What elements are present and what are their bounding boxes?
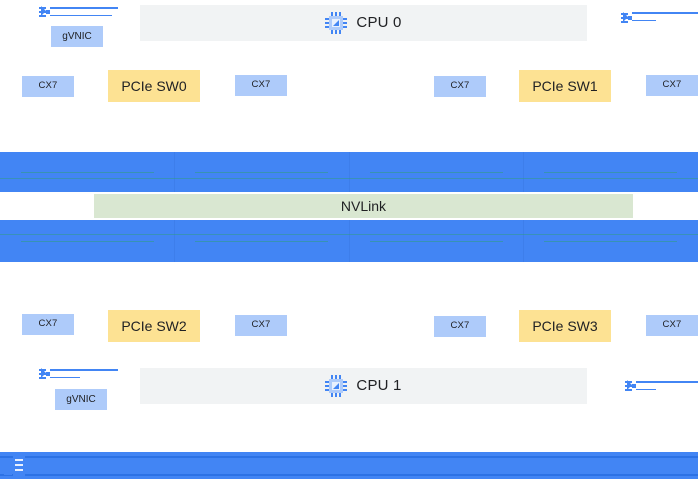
network-port-icon-bottom-left (38, 366, 118, 382)
network-port-icon-top-right (620, 10, 698, 26)
gpu-tile (524, 220, 698, 262)
pcie-sw3-box[interactable]: PCIe SW3 (519, 310, 611, 342)
gpu-tile (0, 220, 175, 262)
cx7-label: CX7 (38, 80, 58, 92)
network-switch-icon (4, 455, 34, 477)
gpu-tile (0, 152, 175, 192)
bottom-interconnect-bar[interactable] (0, 452, 698, 479)
pcie-sw0-label: PCIe SW0 (121, 77, 187, 94)
cpu1-box[interactable]: CPU 1 (140, 368, 587, 404)
gpu-band-top[interactable] (0, 152, 698, 192)
gpu-tile (524, 152, 698, 192)
cx7-label: CX7 (450, 80, 470, 92)
cx7-box-0[interactable]: CX7 (22, 76, 74, 97)
nvlink-label: NVLink (340, 197, 387, 214)
pcie-sw0-box[interactable]: PCIe SW0 (108, 70, 200, 102)
cx7-box-7[interactable]: CX7 (646, 315, 698, 336)
cx7-label: CX7 (251, 79, 271, 91)
gpu-tile (349, 220, 524, 262)
cpu0-label: CPU 0 (356, 14, 402, 32)
cx7-box-5[interactable]: CX7 (235, 315, 287, 336)
gpu-tile (175, 220, 350, 262)
pcie-sw3-label: PCIe SW3 (532, 317, 598, 334)
pcie-sw1-label: PCIe SW1 (532, 77, 598, 94)
gpu-band-bottom[interactable] (0, 220, 698, 262)
cx7-label: CX7 (662, 79, 682, 91)
cpu1-label: CPU 1 (356, 377, 402, 395)
cpu0-box[interactable]: CPU 0 (140, 5, 587, 41)
cpu-chip-icon (325, 375, 348, 397)
gpu-tile (349, 152, 524, 192)
cpu-chip-icon (325, 12, 348, 34)
pcie-sw2-label: PCIe SW2 (121, 317, 187, 334)
nvlink-box[interactable]: NVLink (94, 194, 633, 218)
gvnic-top-left[interactable]: gVNIC (51, 26, 103, 47)
gvnic-bottom-left[interactable]: gVNIC (55, 389, 107, 410)
cx7-label: CX7 (251, 319, 271, 331)
pcie-sw2-box[interactable]: PCIe SW2 (108, 310, 200, 342)
gvnic-label: gVNIC (66, 393, 96, 405)
cx7-label: CX7 (450, 320, 470, 332)
cx7-label: CX7 (38, 318, 58, 330)
cx7-box-1[interactable]: CX7 (235, 75, 287, 96)
gvnic-label: gVNIC (62, 30, 92, 42)
pcie-sw1-box[interactable]: PCIe SW1 (519, 70, 611, 102)
cx7-box-4[interactable]: CX7 (22, 314, 74, 335)
network-port-icon-bottom-right (624, 378, 698, 394)
gpu-tile (175, 152, 350, 192)
cx7-box-2[interactable]: CX7 (434, 76, 486, 97)
cx7-box-6[interactable]: CX7 (434, 316, 486, 337)
network-port-icon-top-left (38, 4, 118, 20)
cx7-box-3[interactable]: CX7 (646, 75, 698, 96)
cx7-label: CX7 (662, 319, 682, 331)
